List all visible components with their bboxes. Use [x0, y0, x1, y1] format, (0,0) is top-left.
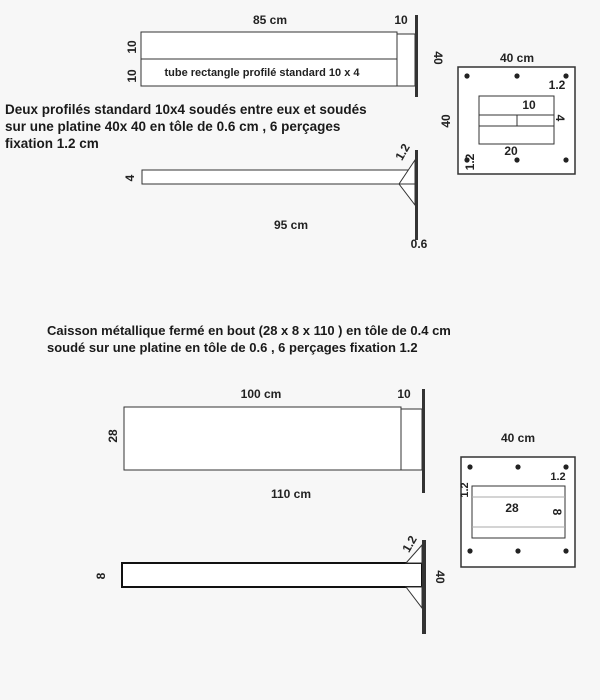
bottom-plate-width-label: 40 cm — [501, 431, 535, 445]
top-plate-hole — [514, 157, 520, 163]
bottom-box-outline — [123, 406, 402, 471]
top-side-height-label: 4 — [123, 174, 137, 181]
top-elev-h1-label: 10 — [125, 40, 139, 54]
bottom-description-line: soudé sur une platine en tôle de 0.6 , 6… — [47, 340, 418, 355]
bottom-side-height-label: 8 — [94, 572, 108, 579]
bottom-plate-inner-h-label: 8 — [550, 509, 564, 516]
top-plate-view: 40 cm 1.2 1.2 40 10 4 20 — [439, 51, 576, 175]
top-tube-label: tube rectangle profilé standard 10 x 4 — [164, 67, 360, 79]
bottom-plate-view: 40 cm 1.2 1.2 28 8 — [459, 431, 576, 568]
top-tube-end-cap — [396, 33, 416, 87]
top-elevation-view: 85 cm 10 10 10 tube rectangle profilé st… — [125, 13, 445, 97]
top-plate-width-label: 40 cm — [500, 51, 534, 65]
top-elev-gap-label: 10 — [394, 13, 408, 27]
top-description: Deux profilés standard 10x4 soudés entre… — [5, 101, 367, 152]
bottom-side-gusset-upper — [404, 543, 423, 564]
top-plate-hole — [464, 73, 470, 79]
bottom-side-beam — [121, 562, 423, 588]
top-side-plate — [415, 150, 418, 240]
bottom-description: Caisson métallique fermé en bout (28 x 8… — [47, 322, 451, 356]
top-description-line: fixation 1.2 cm — [5, 136, 99, 151]
top-side-beam — [141, 169, 416, 185]
bottom-elev-plate — [422, 389, 425, 493]
top-elev-plate — [415, 15, 418, 97]
bottom-elev-gap-label: 10 — [397, 387, 411, 401]
top-elev-length-label: 85 cm — [253, 13, 287, 27]
bottom-side-gusset-lower — [404, 586, 423, 610]
bottom-elev-total-label: 110 cm — [271, 487, 311, 501]
bottom-plate-hole — [515, 548, 521, 554]
bottom-plate-hole — [467, 548, 473, 554]
top-elev-plate-h-label: 40 — [431, 51, 445, 65]
bottom-side-plate-height-label: 40 — [433, 570, 447, 584]
top-plate-inner-w-label: 10 — [522, 98, 536, 112]
bottom-elev-height-label: 28 — [106, 429, 120, 443]
bottom-plate-hole — [563, 548, 569, 554]
top-description-line: sur une platine 40x 40 en tôle de 0.6 cm… — [5, 119, 341, 134]
top-plate-hole — [563, 157, 569, 163]
top-side-gusset-lower — [397, 183, 416, 207]
bottom-plate-hole-label: 1.2 — [550, 471, 565, 483]
top-plate-hole — [464, 157, 470, 163]
top-plate-hole-left-label: 1.2 — [463, 153, 477, 170]
bottom-side-plate — [422, 540, 426, 634]
top-plate-inner-total-label: 20 — [504, 144, 518, 158]
top-side-length-label: 95 cm — [274, 218, 308, 232]
top-elev-h2-label: 10 — [125, 69, 139, 83]
bottom-plate-inner-box — [471, 485, 566, 539]
top-side-plate-thickness-label: 0.6 — [411, 237, 428, 251]
bottom-side-view: 1.2 8 40 — [94, 533, 447, 634]
bottom-box-end-cap — [400, 408, 423, 471]
bottom-plate-hole — [563, 464, 569, 470]
top-plate-inner-h-label: 4 — [553, 115, 567, 122]
top-plate-hole — [563, 73, 569, 79]
bottom-plate-hole — [467, 464, 473, 470]
top-plate-inner-box — [478, 95, 555, 145]
top-plate-hole — [514, 73, 520, 79]
top-plate-height-label: 40 — [439, 114, 453, 128]
bottom-elevation-view: 100 cm 10 28 110 cm — [106, 387, 425, 501]
bottom-description-line: Caisson métallique fermé en bout (28 x 8… — [47, 323, 451, 338]
top-description-line: Deux profilés standard 10x4 soudés entre… — [5, 102, 367, 117]
bottom-plate-hole — [515, 464, 521, 470]
bottom-plate-inner-w-label: 28 — [505, 501, 519, 515]
bottom-plate-hole-left-label: 1.2 — [459, 482, 471, 497]
top-plate-hole-label: 1.2 — [549, 78, 566, 92]
bottom-elev-length-label: 100 cm — [241, 387, 282, 401]
